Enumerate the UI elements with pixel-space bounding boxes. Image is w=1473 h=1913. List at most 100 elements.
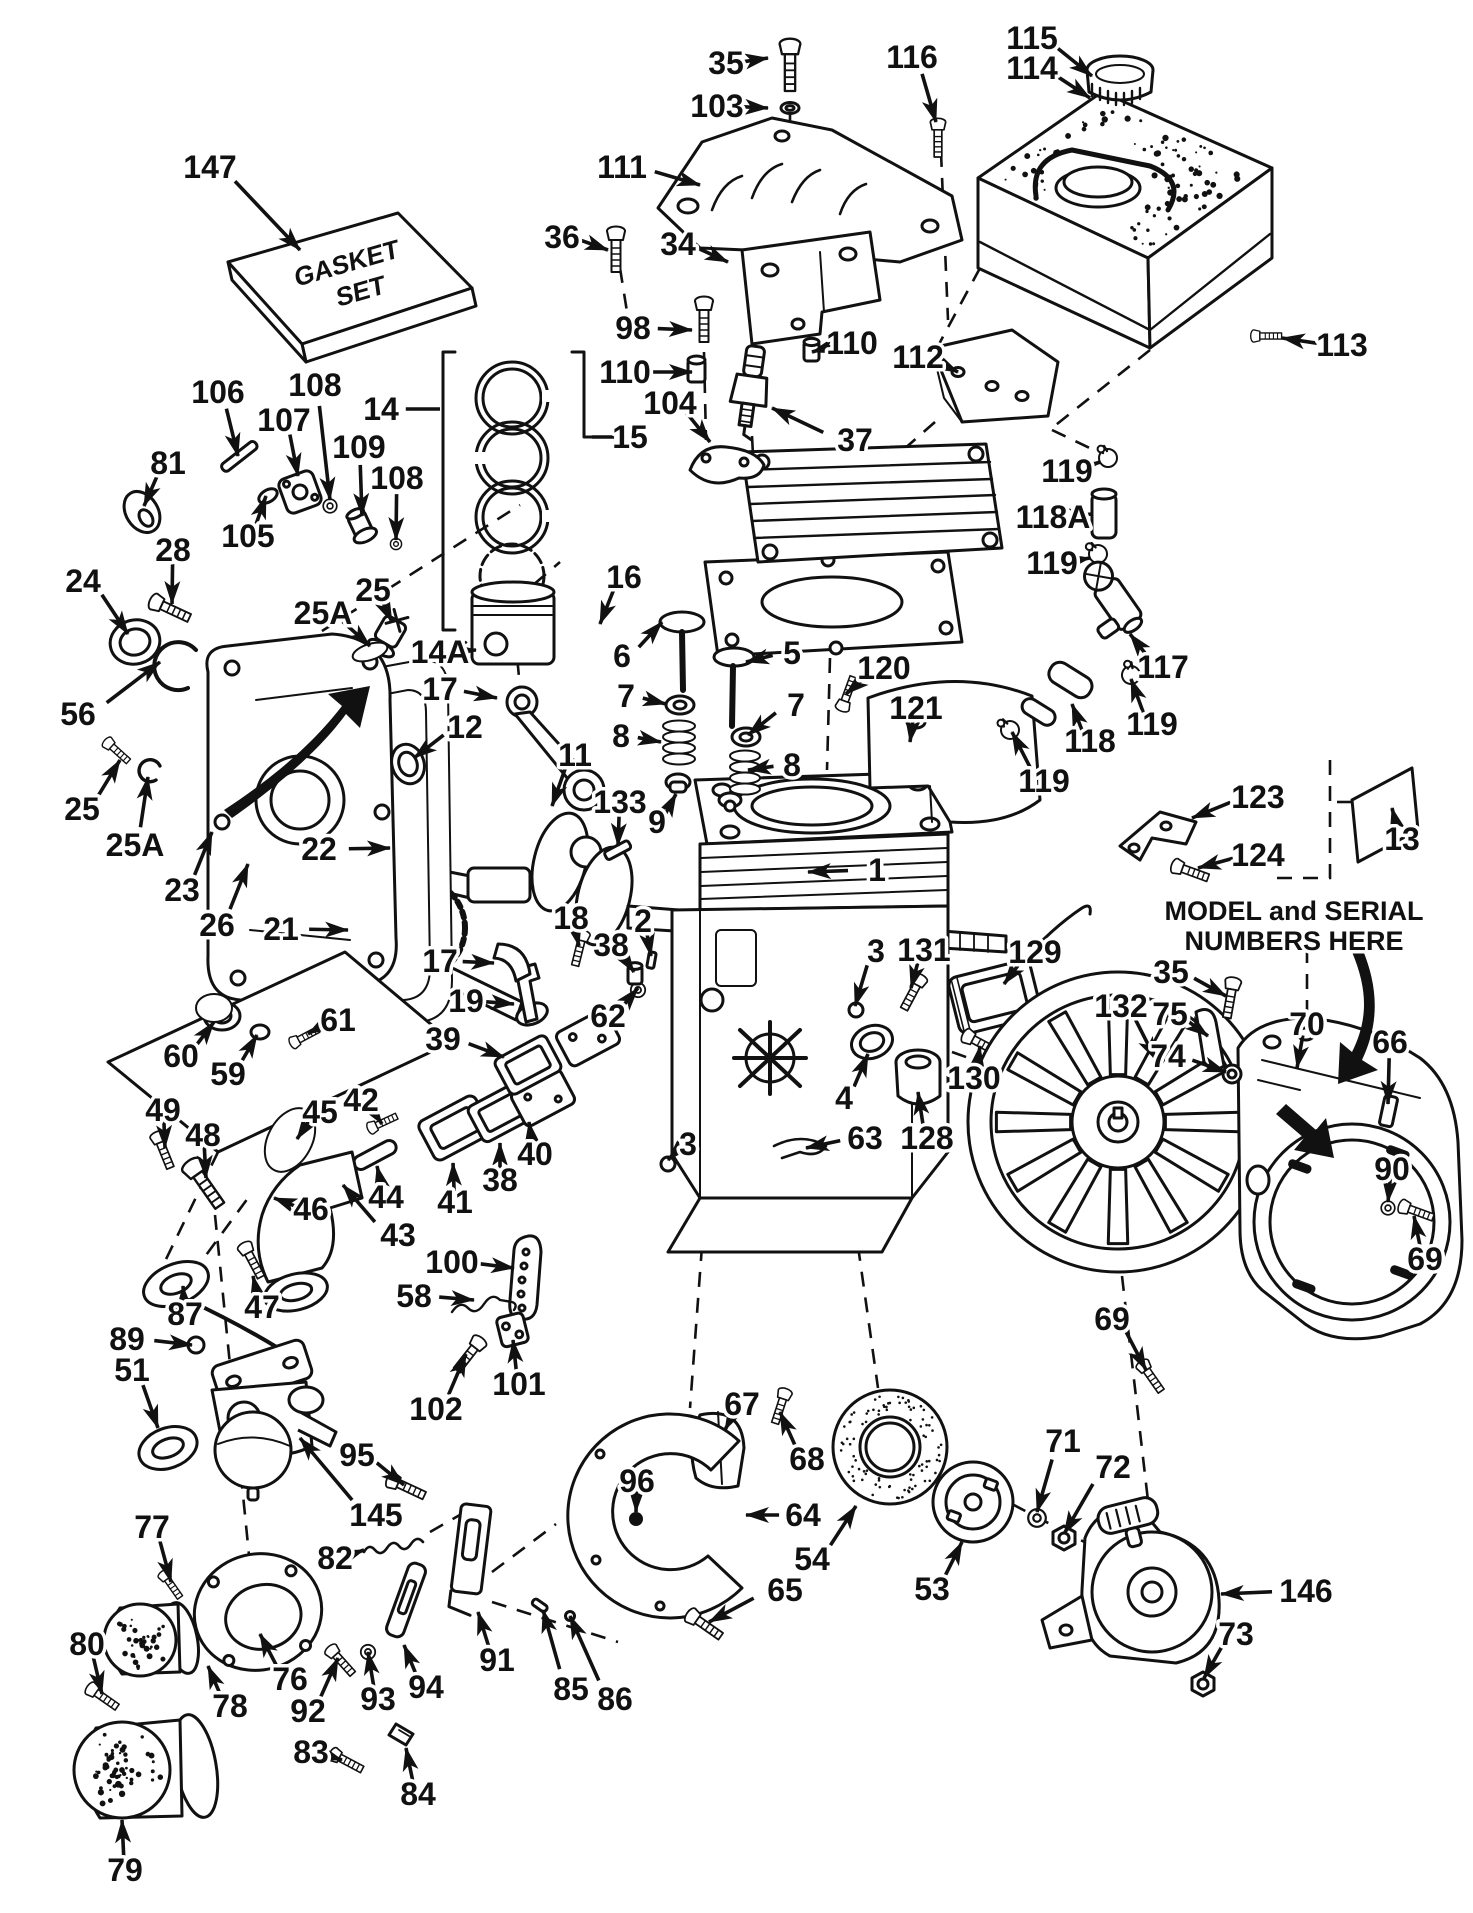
model-serial-arrow xyxy=(1338,948,1378,1084)
part-number-label-4: 4 xyxy=(835,1080,853,1116)
leader-line-119 xyxy=(1010,731,1033,770)
leader-line-47 xyxy=(250,1275,266,1301)
part-number-label-56: 56 xyxy=(60,696,96,732)
part-number-label-116: 116 xyxy=(886,39,938,75)
leader-line-111 xyxy=(654,169,701,187)
part-number-label-118A: 118A xyxy=(1016,499,1091,535)
leader-line-82 xyxy=(339,1548,365,1566)
leader-line-40 xyxy=(524,1121,541,1146)
coil-wire xyxy=(1020,904,1092,964)
leader-line-63 xyxy=(805,1135,841,1151)
part-number-label-94: 94 xyxy=(408,1669,444,1705)
part-number-label-123: 123 xyxy=(1231,779,1284,815)
leader-line-116 xyxy=(920,73,938,123)
part-number-label-44: 44 xyxy=(368,1179,404,1215)
part-number-label-121: 121 xyxy=(889,690,942,726)
fuel-hose xyxy=(1020,697,1057,727)
part-number-label-35: 35 xyxy=(708,45,744,81)
leader-line-106 xyxy=(224,408,241,457)
leader-line-8 xyxy=(747,758,774,775)
tank-bracket-lower xyxy=(930,328,1060,424)
leader-line-91 xyxy=(476,1611,493,1649)
part-number-label-25: 25 xyxy=(355,572,391,608)
part-number-label-113: 113 xyxy=(1316,327,1368,363)
engine-bracket xyxy=(656,116,964,264)
part-number-label-71: 71 xyxy=(1045,1423,1081,1459)
leader-line-36 xyxy=(580,234,609,252)
part-number-label-74: 74 xyxy=(1150,1038,1186,1074)
part-number-label-104: 104 xyxy=(643,385,697,421)
leader-line-85 xyxy=(541,1609,562,1670)
part-number-label-58: 58 xyxy=(396,1278,432,1314)
part-number-label-8: 8 xyxy=(612,718,630,754)
part-number-label-130: 130 xyxy=(947,1060,1000,1096)
part-number-label-98: 98 xyxy=(615,310,651,346)
leader-line-35 xyxy=(743,53,769,70)
fuel-line-group xyxy=(995,444,1145,743)
part-number-label-146: 146 xyxy=(1279,1573,1332,1609)
part-number-label-26: 26 xyxy=(199,907,235,943)
leader-line-86 xyxy=(568,1615,601,1682)
part-number-label-61: 61 xyxy=(320,1002,356,1038)
part-number-label-28: 28 xyxy=(155,532,191,568)
part-number-label-87: 87 xyxy=(167,1296,203,1332)
leader-line-54 xyxy=(828,1505,858,1547)
cylinder-block xyxy=(666,770,954,1254)
leader-line-75 xyxy=(1184,1015,1210,1038)
part-number-label-19: 19 xyxy=(448,983,484,1019)
part-number-label-66: 66 xyxy=(1372,1024,1408,1060)
part-number-label-70: 70 xyxy=(1289,1006,1325,1042)
part-number-label-129: 129 xyxy=(1008,934,1061,970)
leader-line-147 xyxy=(233,180,302,252)
leader-line-14A xyxy=(452,643,477,660)
hex-nut xyxy=(1051,1524,1077,1552)
compression-ring xyxy=(474,479,554,555)
part-number-label-110: 110 xyxy=(599,354,651,390)
part-number-label-118: 118 xyxy=(1064,723,1116,759)
leader-line-96 xyxy=(628,1488,645,1513)
leader-line-115 xyxy=(1056,46,1094,78)
leader-line-68 xyxy=(778,1411,798,1448)
leader-line-17 xyxy=(462,953,495,970)
leader-line-65 xyxy=(708,1596,755,1624)
leader-line-61 xyxy=(307,1015,332,1036)
leader-line-18 xyxy=(566,921,582,947)
leader-line-37 xyxy=(771,406,825,435)
governor-link-bracket xyxy=(1118,810,1198,862)
part-number-label-82: 82 xyxy=(317,1540,353,1576)
part-number-label-78: 78 xyxy=(212,1688,248,1724)
leader-line-77 xyxy=(157,1540,173,1583)
leader-line-5 xyxy=(745,648,774,665)
leader-line-90 xyxy=(1382,1177,1399,1203)
leader-line-109 xyxy=(353,464,370,517)
part-number-label-73: 73 xyxy=(1218,1616,1254,1652)
breather-body xyxy=(688,445,766,485)
part-number-label-108: 108 xyxy=(370,460,423,496)
leader-line-110 xyxy=(811,337,837,354)
part-number-label-64: 64 xyxy=(785,1497,821,1533)
nut-74 xyxy=(1221,1063,1243,1085)
leader-line-118A xyxy=(1068,508,1093,525)
part-number-label-111: 111 xyxy=(597,149,647,185)
leader-line-146 xyxy=(1220,1584,1273,1601)
part-number-label-108: 108 xyxy=(288,367,341,403)
model-serial-line1: MODEL and SERIAL xyxy=(1164,896,1423,926)
flywheel xyxy=(966,970,1270,1274)
carburetor xyxy=(172,1298,338,1502)
flywheel-fin xyxy=(1106,1167,1130,1246)
leader-line-45 xyxy=(295,1115,317,1140)
part-number-label-119: 119 xyxy=(1126,706,1178,742)
part-number-label-43: 43 xyxy=(380,1217,416,1253)
recoil-starter xyxy=(1040,1496,1221,1665)
leader-line-3 xyxy=(666,1137,690,1162)
fuel-tank xyxy=(976,90,1274,350)
brake-bracket xyxy=(566,1412,744,1620)
leader-line-8 xyxy=(636,729,662,746)
part-number-label-147: 147 xyxy=(183,149,236,185)
part-number-label-132: 132 xyxy=(1094,988,1147,1024)
part-number-label-7: 7 xyxy=(617,678,635,714)
part-number-label-65: 65 xyxy=(767,1572,803,1608)
leader-line-145 xyxy=(298,1436,354,1502)
